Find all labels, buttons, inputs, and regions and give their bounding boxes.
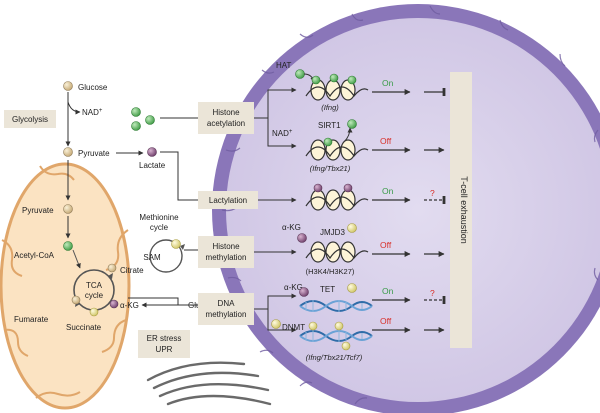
sam-dot <box>171 239 181 249</box>
state-on-1: On <box>382 78 394 88</box>
sirt1-label: SIRT1 <box>318 121 341 130</box>
akg-enzyme-label-2: α-KG <box>284 283 303 292</box>
svg-text:Histone: Histone <box>212 242 240 251</box>
acetylcoa-to-cycle-arrow <box>72 249 81 269</box>
chromatin-row-dnmt: DNMT (Ifng/Tbx21/Tcf7) <box>271 319 373 362</box>
state-off-2: Off <box>380 240 392 250</box>
glycolysis-box: Glycolysis <box>4 110 56 128</box>
state-on-2: On <box>382 186 394 196</box>
svg-text:DNA: DNA <box>218 299 236 308</box>
methionine-label-line2: cycle <box>150 223 169 232</box>
fumarate-label: Fumarate <box>14 315 49 324</box>
mito-pyruvate-node: Pyruvate <box>22 204 73 215</box>
pyruvate-node: Pyruvate <box>63 147 110 158</box>
lactate-label: Lactate <box>139 161 166 170</box>
lactate-node: Lactate <box>139 147 166 170</box>
nucleus <box>212 4 600 413</box>
nad-enzyme-label: NAD+ <box>272 129 293 138</box>
hat-label: HAT <box>276 61 292 70</box>
state-arrows <box>372 87 446 333</box>
er-stress-label-line2: UPR <box>156 345 173 354</box>
akg-node: α-KG <box>109 299 139 310</box>
glycolysis-label: Glycolysis <box>12 115 48 124</box>
box-to-chromatin-arrows <box>254 87 297 333</box>
histone-acetylation-box: Histone acetylation <box>198 102 254 134</box>
state-off-3: Off <box>380 316 392 326</box>
chromatin-row-sirt1: NAD+ SIRT1 (Ifng/Tbx21) <box>272 119 369 173</box>
nad-branch-arrow <box>67 101 81 115</box>
acetyl-group-dots <box>131 107 155 131</box>
akg-label: α-KG <box>120 301 139 310</box>
state-question-2: ? <box>430 288 435 298</box>
tet-label: TET <box>320 285 335 294</box>
citrate-node: Citrate <box>107 263 144 275</box>
histone-methylation-box: Histone methylation <box>198 236 254 268</box>
connectors <box>128 117 198 306</box>
nad-label: NAD+ <box>82 108 103 117</box>
mitochondrion <box>0 162 131 410</box>
chromatin-row-tet: α-KG TET <box>284 283 373 312</box>
tca-label-line2: cycle <box>85 291 104 300</box>
tca-label-line1: TCA <box>86 281 103 290</box>
chromatin-row-hat: HAT (Ifng) <box>276 61 369 112</box>
er-stress-label-line1: ER stress <box>147 334 182 343</box>
glucose-node: Glucose <box>63 81 108 92</box>
svg-text:acetylation: acetylation <box>207 119 245 128</box>
tcell-exhaustion-box: T-cell exhaustion <box>450 72 472 348</box>
tcell-exhaustion-label: T-cell exhaustion <box>459 176 469 244</box>
akg-enzyme-label-1: α-KG <box>282 223 301 232</box>
mito-pyruvate-label: Pyruvate <box>22 206 54 215</box>
er-stress-box: ER stress UPR <box>138 330 190 358</box>
lactylation-box: Lactylation <box>198 191 258 209</box>
chromatin-row-lactylation <box>305 183 369 211</box>
gene-label-ifng-tbx21: (Ifng/Tbx21) <box>310 164 351 173</box>
state-on-3: On <box>382 286 394 296</box>
endoplasmic-reticulum <box>146 361 272 406</box>
glucose-label: Glucose <box>78 83 108 92</box>
svg-text:methylation: methylation <box>206 310 247 319</box>
jmjd3-label: JMJD3 <box>320 228 345 237</box>
fumarate-node: Fumarate <box>14 295 81 324</box>
chromatin-row-jmjd3: α-KG JMJD3 (H3K4/H3K27) <box>282 223 369 276</box>
svg-text:Lactylation: Lactylation <box>209 196 247 205</box>
acetylcoa-node: Acetyl-CoA <box>14 241 73 260</box>
succinate-node: Succinate <box>66 307 102 332</box>
state-labels: On Off On ? Off On ? Off <box>380 78 435 326</box>
citrate-label: Citrate <box>120 266 144 275</box>
svg-text:methylation: methylation <box>206 253 247 262</box>
dna-methylation-box: DNA methylation <box>198 293 254 325</box>
state-off-1: Off <box>380 136 392 146</box>
gene-label-ifng: (Ifng) <box>321 103 339 112</box>
histone-mark-label: (H3K4/H3K27) <box>306 267 355 276</box>
gene-label-ifng-tbx21-tcf7: (Ifng/Tbx21/Tcf7) <box>306 353 363 362</box>
methionine-cycle: Methionine cycle SAM <box>134 210 185 273</box>
dnmt-label: DNMT <box>282 323 305 332</box>
sam-label: SAM <box>143 253 161 262</box>
svg-text:Histone: Histone <box>212 108 240 117</box>
state-question-1: ? <box>430 188 435 198</box>
acetylcoa-label: Acetyl-CoA <box>14 251 55 260</box>
succinate-label: Succinate <box>66 323 102 332</box>
pyruvate-label: Pyruvate <box>78 149 110 158</box>
methionine-label-line1: Methionine <box>139 213 179 222</box>
